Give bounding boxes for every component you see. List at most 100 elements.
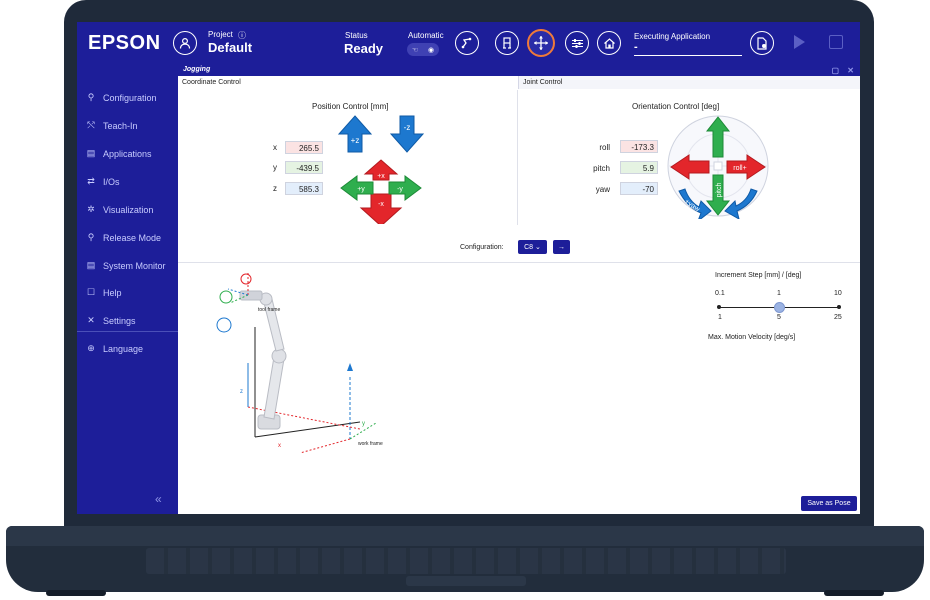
roll-label: roll [599,143,610,152]
pitch-up-arrow[interactable] [705,116,731,158]
gripper-icon[interactable] [495,31,519,55]
project-label: Project [208,30,233,39]
pitch-label: pitch [593,164,610,173]
minus-x-label: -x [378,201,384,208]
exec-value: - [634,41,638,53]
section-divider [178,262,860,263]
plus-y-label: +y [357,186,365,193]
stop-icon[interactable] [829,35,843,49]
max-velocity-label: Max. Motion Velocity [deg/s] [708,334,796,341]
y-label: y [273,163,277,172]
sliders-icon[interactable] [565,31,589,55]
panel-divider [517,90,518,225]
sidebar-item-label: Configuration [103,92,157,103]
laptop-foot [46,590,106,596]
plus-x-label: +x [377,173,385,180]
sidebar-item-label: Teach-In [103,120,138,131]
keyboard [146,548,786,574]
system-monitor-icon: ▤ [86,260,96,270]
minus-y-label: -y [397,186,403,193]
jogging-title: Jogging [183,66,211,73]
sidebar-divider [77,331,178,332]
mode-label: Automatic [408,31,444,40]
collapse-sidebar-icon[interactable]: « [155,492,162,506]
sidebar-item-teach-in[interactable]: ⤲ Teach-In [86,120,138,131]
orientation-dial: roll+ pitch +yaw [667,115,769,219]
wheel-icon: ◉ [427,46,435,54]
visualization-icon: ✲ [87,204,95,214]
sidebar-item-label: I/Os [103,176,120,187]
epson-logo: EPSON [88,32,161,54]
configuration-select[interactable]: C8 ⌄ [518,240,547,254]
window-controls[interactable]: ▢ ✕ [831,66,857,75]
plus-y-arrow[interactable]: +y [340,175,374,201]
roll-minus-arrow[interactable] [670,154,710,180]
robot-3d-view: x y work frame z tool frame [216,271,383,454]
info-icon[interactable]: ⓘ [238,31,246,40]
jogging-panel-header: Jogging ▢ ✕ [178,64,860,76]
applications-icon: ▤ [86,148,96,158]
jog-move-icon[interactable] [527,29,555,57]
increment-top-tick: 0.1 [715,290,725,297]
yaw-value: -70 [620,182,658,195]
tab-coordinate-control[interactable]: Coordinate Control [178,76,518,89]
exec-label: Executing Application [634,32,711,41]
slider-stop[interactable] [717,305,721,309]
minus-z-label: -z [404,123,411,132]
sidebar-item-language[interactable]: ⊕Language [86,343,143,354]
sidebar-item-visualization[interactable]: ✲Visualization [86,204,153,215]
control-tabs: Coordinate Control Joint Control [178,76,860,89]
status-value: Ready [344,41,384,56]
roll-plus-arrow[interactable]: roll+ [726,154,766,180]
save-as-pose-button[interactable]: Save as Pose [801,496,857,511]
yaw-label: yaw [595,185,610,194]
slider-stop[interactable] [837,305,841,309]
minus-y-arrow[interactable]: -y [388,175,422,201]
increment-bottom-tick: 1 [718,314,722,321]
robot-arm [239,290,287,430]
work-frame-axes: x y work frame [247,327,383,454]
sidebar-item-applications[interactable]: ▤Applications [86,148,152,159]
laptop-foot [824,590,884,596]
sidebar-item-ios[interactable]: ⇄ I/Os [86,176,120,187]
position-jog-arrows: +z -z +x -x +y -y [337,115,425,224]
project-name[interactable]: Default [208,40,253,55]
tool-frame-label: tool frame [258,307,280,313]
user-icon[interactable] [173,31,197,55]
sidebar-item-help[interactable]: ☐Help [86,287,122,298]
application-file-icon[interactable] [750,31,774,55]
trackpad [406,576,526,586]
laptop-base [6,526,924,596]
sidebar-item-release-mode[interactable]: ⚲Release Mode [86,232,161,243]
configuration-icon: ⚲ [87,92,95,102]
minus-x-arrow[interactable]: -x [359,193,403,224]
minus-z-arrow[interactable]: -z [389,115,425,153]
mode-toggle[interactable]: ☜◉ [407,43,439,56]
status-label: Status [345,31,368,40]
home-icon[interactable] [597,31,621,55]
tab-joint-control[interactable]: Joint Control [518,76,860,89]
increment-bottom-tick: 25 [834,314,842,321]
teach-in-icon: ⤲ [87,120,95,130]
yaw-minus-arrow[interactable] [724,188,758,219]
sidebar-item-settings[interactable]: ✕Settings [86,315,135,326]
io-icon: ⇄ [87,176,95,186]
roll-plus-label: roll+ [733,165,746,172]
globe-icon: ⊕ [87,343,95,353]
sidebar-item-configuration[interactable]: ⚲ Configuration [86,92,157,103]
pitch-value: 5.9 [620,161,658,174]
sidebar: ⚲ Configuration ⤲ Teach-In ▤Applications ⇄… [77,64,178,514]
plus-x-arrow[interactable]: +x [363,159,399,181]
play-icon[interactable] [794,35,805,49]
work-x-axis-label: x [278,443,281,449]
work-frame-label: work frame [358,441,383,447]
plus-z-arrow[interactable]: +z [337,115,373,153]
sidebar-item-system-monitor[interactable]: ▤ System Monitor [86,260,166,271]
configuration-apply-button[interactable]: → [553,240,570,254]
pitch-down-arrow[interactable]: pitch [705,174,731,216]
robot-path-icon[interactable] [455,31,479,55]
x-label: x [273,143,277,152]
sidebar-item-label: System Monitor [103,260,166,271]
work-y-axis-label: y [362,421,365,427]
increment-slider-knob[interactable] [774,302,785,313]
